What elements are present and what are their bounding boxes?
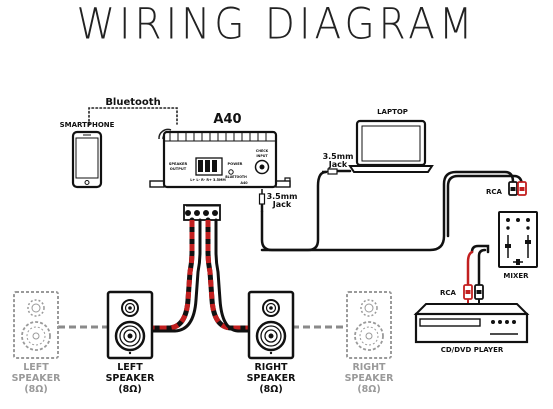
mixer-label: MIXER [503,272,529,280]
amp-check-input-label-line2: INPUT [256,154,268,158]
cd-dvd-player-icon [413,303,530,344]
cd-dvd-player-label: CD/DVD PLAYER [440,346,504,354]
left-speaker-label-line2: SPEAKER [105,373,155,384]
right-speaker-label-line2: SPEAKER [246,373,296,384]
jack-label-laptop-line1: 3.5mm [322,152,354,161]
bluetooth-label: Bluetooth [105,97,161,108]
left-speaker-label-line3: (8Ω) [118,384,142,395]
amp-speaker-output-label-line2: OUTPUT [170,167,187,171]
left-speaker-ghost-icon [13,291,59,359]
jack-label-amp-line2: Jack [272,200,292,209]
laptop-icon [348,119,434,173]
left-speaker-label: LEFT SPEAKER (8Ω) [96,362,164,395]
rca-cable-to-mixer [260,170,524,252]
right-speaker-label-line3: (8Ω) [259,384,283,395]
amplifier-a40-icon [149,130,291,189]
bluetooth-dotted-link [88,107,178,126]
left-speaker-ghost-label-line1: LEFT [23,362,49,373]
smartphone-label: SMARTPHONE [59,121,115,129]
right-speaker-ghost-label-line3: (8Ω) [357,384,381,395]
amp-output-terminal-icon [183,204,221,221]
right-speaker-label: RIGHT SPEAKER (8Ω) [237,362,305,395]
laptop-audio-cable [260,169,352,252]
left-speaker-ghost-label: LEFT SPEAKER (8Ω) [2,362,70,395]
jack-label-laptop: 3.5mm Jack [318,153,358,169]
jack-label-amp: 3.5mm Jack [262,193,302,209]
right-speaker-ghost-label-line1: RIGHT [352,362,386,373]
amp-jack-plug-icon [258,189,266,212]
rca-plugs-cd-icon [463,284,484,305]
right-speaker-ghost-label: RIGHT SPEAKER (8Ω) [335,362,403,395]
speaker-cable-left [147,217,202,333]
amp-check-input-label-line1: CHECK [256,149,269,153]
right-speaker-ghost-icon [346,291,392,359]
diagram-title: WIRING DIAGRAM [76,0,477,50]
right-speaker-label-line1: RIGHT [254,362,288,373]
left-speaker-ghost-label-line2: SPEAKER [11,373,61,384]
amp-speaker-output-label-line1: SPEAKER [169,162,188,166]
laptop-label: LAPTOP [377,108,408,116]
laptop-jack-plug-icon [322,168,338,175]
amp-power-label: POWER [228,162,243,166]
rca-label-mixer: RCA [486,188,502,196]
mixer-icon [498,211,538,268]
jack-label-amp-line1: 3.5mm [266,192,298,201]
amp-panel-text: SPEAKER OUTPUT POWER BLUETOOTH CHECK INP… [169,149,269,185]
right-speaker-ghost-label-line2: SPEAKER [344,373,394,384]
smartphone-icon [71,130,103,189]
rca-plugs-mixer-icon [508,181,527,196]
rca-cable-to-cd-player [466,244,490,288]
rca-label-cd: RCA [440,289,456,297]
amplifier-label: A40 [213,112,242,127]
right-speaker-icon [247,290,295,360]
left-speaker-icon [106,290,154,360]
amp-terminal-legend: L+ L- R- R+ 3.5MM [190,178,226,182]
amp-brand-label: A40 [240,181,248,185]
amp-bluetooth-label: BLUETOOTH [225,175,247,179]
left-speaker-label-line1: LEFT [117,362,143,373]
speaker-cable-right [205,217,253,333]
jack-label-laptop-line2: Jack [328,160,348,169]
left-speaker-ghost-label-line3: (8Ω) [24,384,48,395]
